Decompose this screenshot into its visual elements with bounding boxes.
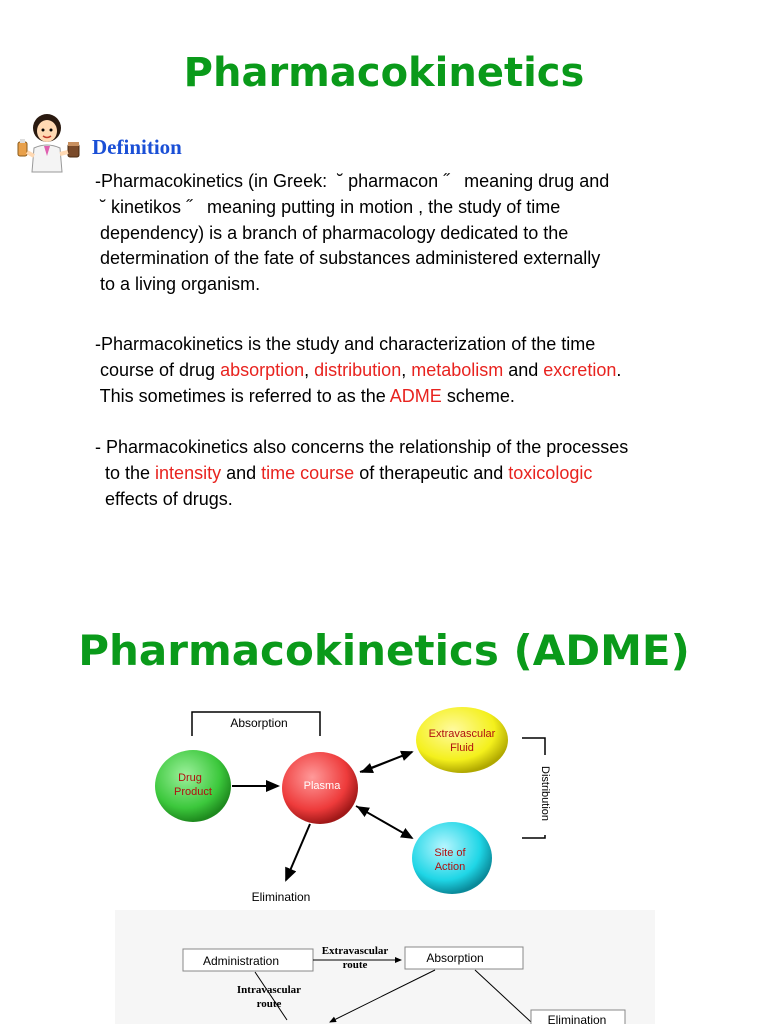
pharmacist-icon [14, 112, 82, 181]
site-of-action-node [412, 822, 492, 894]
elimination-label: Elimination [548, 1013, 607, 1024]
paragraph-line: ˘ kinetikos ˝ meaning putting in motion … [95, 196, 561, 217]
text-span: scheme. [441, 385, 515, 406]
absorption-label: Absorption [230, 716, 287, 730]
absorption-box [404, 946, 524, 970]
text-span: and [221, 462, 262, 483]
paragraph-line: determination of the fate of substances … [95, 248, 601, 269]
arrow [360, 751, 413, 774]
keyword-metabolism: metabolism [411, 359, 504, 380]
adme-paragraph: -Pharmacokinetics is the study and chara… [95, 332, 745, 409]
keyword-distribution: distribution [314, 359, 402, 380]
keyword-absorption: absorption [220, 359, 305, 380]
adme-diagram: Absorption Drug Product Plasma Extravasc… [150, 700, 570, 920]
paragraph-line: - Pharmacokinetics also concerns the rel… [95, 437, 629, 457]
text-span: and [503, 359, 544, 380]
plasma-label: Plasma [304, 780, 342, 792]
drug-product-node [155, 750, 231, 822]
arrow [474, 969, 532, 1023]
paragraph-line: -Pharmacokinetics (in Greek: ˘ pharmacon… [95, 171, 610, 191]
intravascular-route-label: Intravascular [237, 984, 301, 996]
arrow [254, 971, 288, 1021]
arrow [329, 969, 436, 1023]
definition-heading: Definition [92, 135, 182, 159]
paragraph-line: -Pharmacokinetics is the study and chara… [95, 334, 596, 354]
plasma-node [282, 752, 358, 824]
slide-title: Pharmacokinetics (ADME) [78, 626, 690, 675]
drug-product-label: Drug [178, 772, 202, 784]
extravascular-fluid-node [416, 707, 508, 773]
extravascular-route-label: route [343, 959, 368, 971]
arrow [285, 823, 311, 882]
drug-product-label: Product [174, 786, 212, 798]
paragraph-line: This sometimes is referred to as the ADM… [95, 384, 745, 410]
extravascular-route-label: Extravascular [322, 945, 389, 957]
text-span: , [401, 359, 412, 380]
text-span: This sometimes is referred to as the [95, 385, 390, 406]
paragraph-line: to the intensity and time course of ther… [95, 461, 745, 487]
paragraph-line: to a living organism. [95, 274, 261, 295]
arrow [356, 806, 413, 839]
keyword-toxicologic: toxicologic [508, 462, 593, 483]
extravascular-label: Extravascular [429, 728, 496, 740]
administration-label: Administration [203, 954, 279, 968]
slide-title: Pharmacokinetics [183, 50, 585, 96]
absorption-label: Absorption [426, 951, 483, 965]
site-of-action-label: Action [435, 861, 466, 873]
text-span: to the [95, 462, 156, 483]
paragraph-line: effects of drugs. [95, 488, 233, 509]
keyword-excretion: excretion [543, 359, 617, 380]
definition-paragraph: -Pharmacokinetics (in Greek: ˘ pharmacon… [95, 169, 745, 298]
text-span: , [304, 359, 315, 380]
effects-paragraph: - Pharmacokinetics also concerns the rel… [95, 435, 745, 512]
text-span: . [616, 359, 622, 380]
paragraph-line: course of drug absorption, distribution,… [95, 358, 745, 384]
keyword-intensity: intensity [155, 462, 222, 483]
absorption-bracket [191, 711, 321, 736]
site-of-action-label: Site of [434, 847, 466, 859]
keyword-adme: ADME [389, 385, 442, 406]
route-diagram: Administration Extravascular route Absor… [115, 910, 655, 1029]
paragraph-line: dependency) is a branch of pharmacology … [95, 222, 569, 243]
distribution-label: Distribution [539, 766, 551, 821]
text-span: of therapeutic and [354, 462, 509, 483]
intravascular-route-label: route [257, 998, 282, 1010]
text-span: course of drug [95, 359, 221, 380]
elimination-label: Elimination [252, 890, 311, 904]
extravascular-label: Fluid [450, 742, 474, 754]
keyword-time-course: time course [261, 462, 355, 483]
